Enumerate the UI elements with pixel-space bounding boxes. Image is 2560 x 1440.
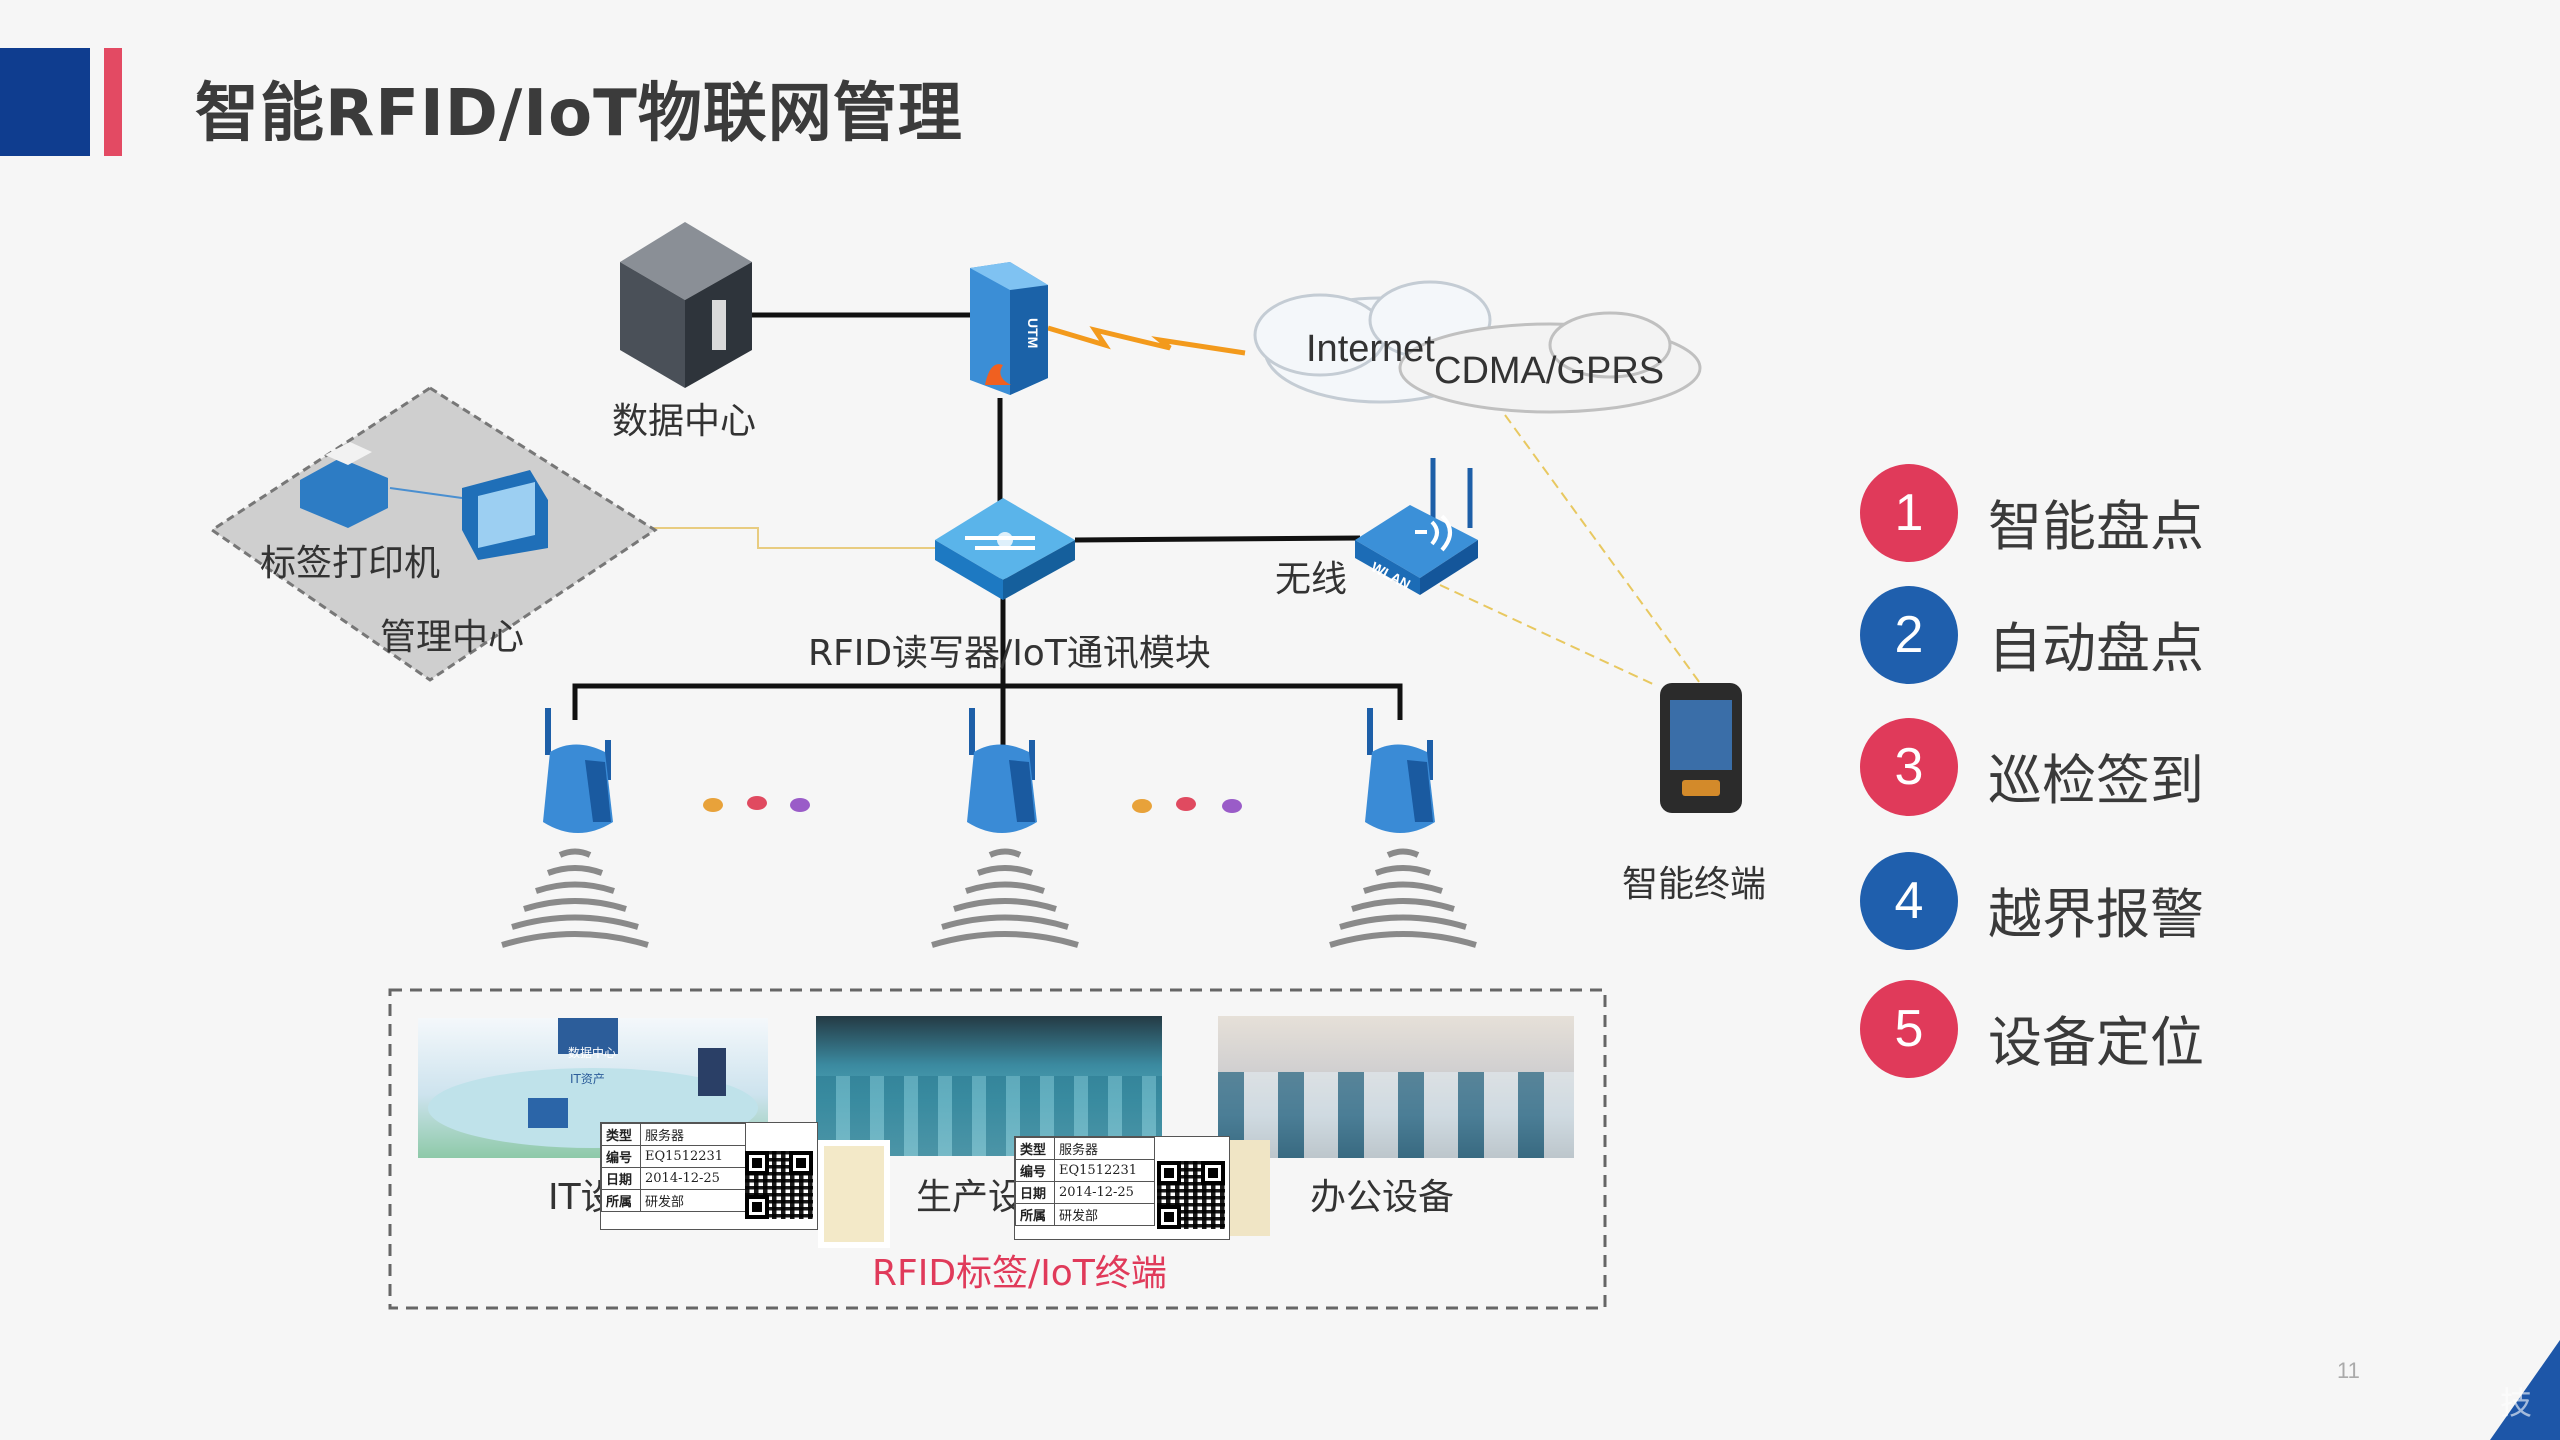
feature-number-4: 4 <box>1860 852 1958 950</box>
feature-number-2: 2 <box>1860 586 1958 684</box>
signal-wave-icon-3 <box>1329 848 1477 948</box>
feature-number-3: 3 <box>1860 718 1958 816</box>
ellipsis-dots-2 <box>1132 797 1242 813</box>
rfid-chip-2 <box>1230 1140 1270 1236</box>
feature-label-5: 设备定位 <box>1988 1011 2204 1074</box>
wireless-dash-2 <box>1439 584 1656 686</box>
ellipsis-dots-1 <box>703 796 810 812</box>
reader-label: RFID读写器/IoT通讯模块 <box>808 633 1211 674</box>
tag-date-key: 日期 <box>601 1167 641 1190</box>
tag-id-key: 编号 <box>601 1145 641 1168</box>
it-scene-server-icon <box>698 1048 726 1096</box>
feature-item-2: 2 自动盘点 <box>1860 586 2420 686</box>
antenna-reader-icon-3 <box>1365 708 1435 833</box>
antenna-reader-icon-2 <box>967 708 1037 833</box>
feature-label-2: 自动盘点 <box>1988 617 2204 680</box>
utm-letters: UTM <box>1025 318 1041 348</box>
cdma-label: CDMA/GPRS <box>1434 350 1665 392</box>
printer-label: 标签打印机 <box>260 543 441 584</box>
tag-dept-value: 研发部 <box>640 1189 746 1212</box>
wlan-router-icon <box>1355 458 1478 595</box>
qr-code-icon <box>1157 1161 1225 1229</box>
signal-wave-icon-1 <box>501 848 649 948</box>
wireless-dash-1 <box>1504 414 1706 691</box>
server-cube-icon <box>620 222 752 388</box>
tag-id-value: EQ1512231 <box>1054 1159 1155 1182</box>
tag-date-value: 2014-12-25 <box>1054 1181 1155 1204</box>
lightning-link <box>1047 325 1246 356</box>
tag-id-value: EQ1512231 <box>640 1145 746 1168</box>
feature-number-5: 5 <box>1860 980 1958 1078</box>
handheld-terminal-icon <box>1660 683 1742 813</box>
management-zone <box>209 386 658 682</box>
monitor-icon <box>462 470 548 560</box>
feature-label-1: 智能盘点 <box>1988 495 2204 558</box>
rfid-chip-1 <box>818 1140 890 1248</box>
tag-id-key: 编号 <box>1015 1159 1055 1182</box>
tag-type-key: 类型 <box>601 1123 641 1146</box>
corner-decoration <box>2490 1340 2560 1440</box>
tag-date-value: 2014-12-25 <box>640 1167 746 1190</box>
internet-label: Internet <box>1306 328 1435 370</box>
link-switch-wlan <box>1074 535 1361 543</box>
utm-firewall-icon <box>970 262 1048 395</box>
header-accent-red <box>104 48 122 156</box>
feature-label-4: 越界报警 <box>1988 883 2204 946</box>
feature-item-1: 1 智能盘点 <box>1860 464 2420 564</box>
it-scene-sub-label: IT资产 <box>570 1072 605 1086</box>
it-scene-center-label: 数据中心 <box>568 1046 617 1060</box>
office-asset-photo <box>1218 1016 1574 1158</box>
office-asset-label: 办公设备 <box>1310 1177 1455 1218</box>
feature-item-5: 5 设备定位 <box>1860 980 2420 1080</box>
production-asset-photo <box>816 1016 1162 1156</box>
page-number: 11 <box>2337 1358 2360 1383</box>
tag-type-value: 服务器 <box>1054 1137 1155 1160</box>
tag-type-key: 类型 <box>1015 1137 1055 1160</box>
switch-icon <box>935 498 1075 600</box>
link-bus <box>572 683 1403 720</box>
page-title: 智能RFID/IoT物联网管理 <box>195 77 963 151</box>
printer-icon <box>300 442 388 528</box>
tag-dept-key: 所属 <box>601 1189 641 1212</box>
it-scene-pc-icon <box>528 1098 568 1128</box>
rfid-tags-label: RFID标签/IoT终端 <box>872 1253 1167 1294</box>
cloud-cdma-icon <box>1398 311 1702 414</box>
link-mgmt-switch <box>650 527 940 549</box>
signal-wave-icon-2 <box>931 848 1079 948</box>
qr-code-icon <box>745 1151 813 1219</box>
feature-item-4: 4 越界报警 <box>1860 852 2420 952</box>
tag-date-key: 日期 <box>1015 1181 1055 1204</box>
watermark: 技 <box>2500 1384 2533 1422</box>
it-scene-building-icon <box>558 1018 618 1054</box>
tag-dept-value: 研发部 <box>1054 1203 1155 1226</box>
header-accent-blue <box>0 48 90 156</box>
tag-type-value: 服务器 <box>640 1123 746 1146</box>
feature-number-1: 1 <box>1860 464 1958 562</box>
mgmt-label: 管理中心 <box>380 617 525 658</box>
office-desks <box>1218 1072 1574 1158</box>
antenna-reader-icon-1 <box>543 708 613 833</box>
production-asset-label: 生产设 <box>916 1177 1025 1218</box>
feature-label-3: 巡检签到 <box>1988 749 2204 812</box>
asset-zone <box>388 988 1607 1310</box>
datacenter-label: 数据中心 <box>612 401 757 442</box>
terminal-label: 智能终端 <box>1622 864 1767 905</box>
feature-item-3: 3 巡检签到 <box>1860 718 2420 818</box>
tag-dept-key: 所属 <box>1015 1203 1055 1226</box>
wireless-label: 无线 <box>1275 559 1348 600</box>
